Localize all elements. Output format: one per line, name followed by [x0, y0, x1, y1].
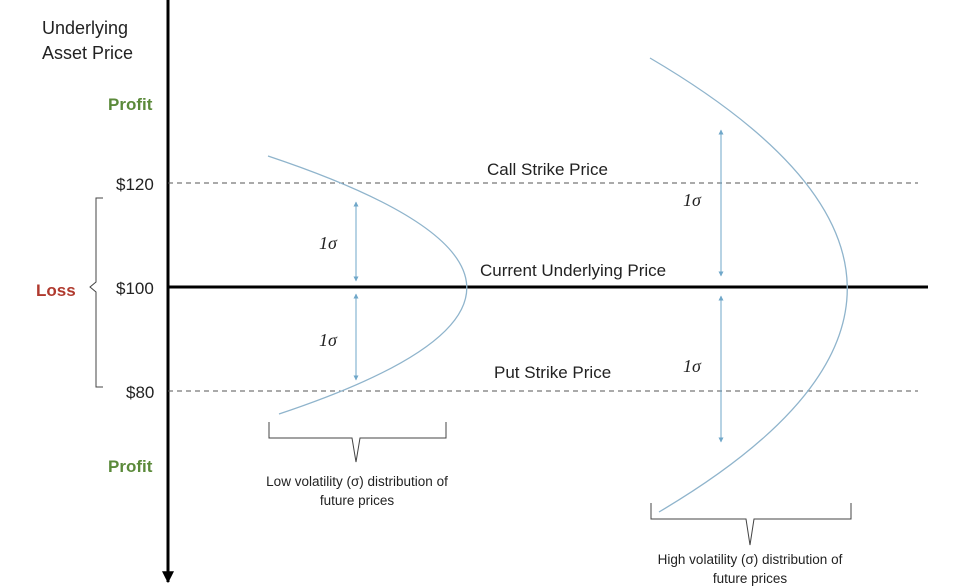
high-sigma-upper-label: 1σ	[683, 190, 702, 210]
low-distribution-brace	[268, 422, 447, 463]
high-distribution-caption-line1: High volatility (σ) distribution of	[658, 552, 843, 567]
low-distribution-caption-line2: future prices	[320, 493, 395, 508]
low-volatility-curve	[267, 155, 468, 415]
loss-label: Loss	[36, 281, 76, 300]
axis-title-line1: Underlying	[42, 18, 128, 38]
price-80-label: $80	[126, 383, 154, 402]
low-sigma-upper-label: 1σ	[319, 233, 338, 253]
low-sigma-lower-label: 1σ	[319, 330, 338, 350]
put-strike-label: Put Strike Price	[494, 363, 611, 382]
axis-title-line2: Asset Price	[42, 43, 133, 63]
high-sigma-lower-label: 1σ	[683, 356, 702, 376]
high-distribution-caption-line2: future prices	[713, 571, 788, 586]
profit-bottom-label: Profit	[108, 457, 153, 476]
profit-top-label: Profit	[108, 95, 153, 114]
loss-bracket	[89, 197, 103, 388]
low-distribution-caption-line1: Low volatility (σ) distribution of	[266, 474, 448, 489]
current-price-label: Current Underlying Price	[480, 261, 666, 280]
call-strike-label: Call Strike Price	[487, 160, 608, 179]
price-100-label: $100	[116, 279, 154, 298]
price-120-label: $120	[116, 175, 154, 194]
high-volatility-curve	[649, 57, 848, 513]
high-distribution-brace	[650, 503, 852, 546]
